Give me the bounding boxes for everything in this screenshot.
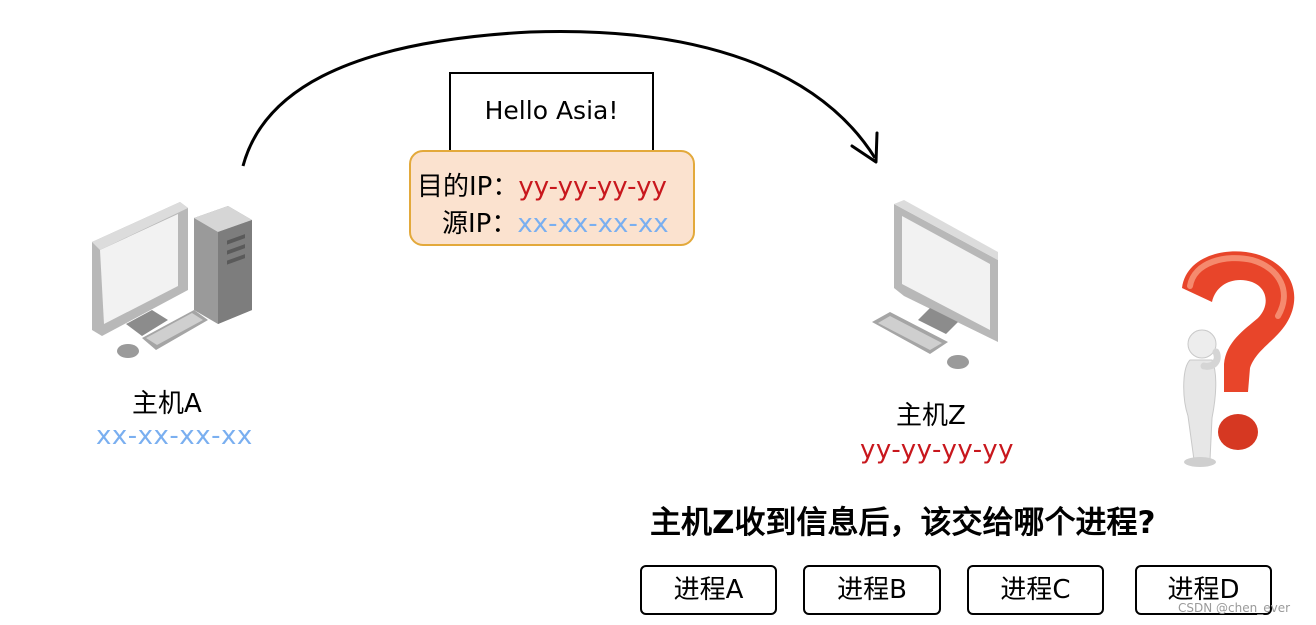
process-d-button[interactable]: 进程D (1135, 565, 1272, 615)
process-a-button[interactable]: 进程A (640, 565, 777, 615)
watermark: CSDN @chen_ever (1178, 601, 1291, 615)
question-figure-icon (1182, 251, 1295, 467)
src-ip-label: 源IP： (442, 209, 518, 239)
dest-ip-line: 目的IP：yy-yy-yy-yy (417, 166, 667, 203)
dest-ip-label: 目的IP： (417, 172, 519, 202)
host-a-ip: xx-xx-xx-xx (96, 421, 253, 451)
desktop-computer-icon (92, 202, 252, 358)
src-ip-line: 源IP：xx-xx-xx-xx (442, 203, 669, 240)
message-text: Hello Asia! (484, 96, 619, 125)
process-b-button[interactable]: 进程B (803, 565, 941, 615)
message-payload-box: Hello Asia! (449, 72, 654, 154)
dest-ip-value: yy-yy-yy-yy (518, 172, 667, 202)
host-a-name: 主机A (132, 389, 202, 419)
process-c-button[interactable]: 进程C (967, 565, 1104, 615)
desktop-monitor-icon (872, 200, 998, 369)
question-text: 主机Z收到信息后，该交给哪个进程? (650, 505, 1156, 541)
src-ip-value: xx-xx-xx-xx (517, 209, 669, 239)
arrow-head-icon (850, 131, 879, 164)
host-z-name: 主机Z (896, 401, 966, 431)
ip-header-box: 目的IP：yy-yy-yy-yy 源IP：xx-xx-xx-xx (409, 150, 695, 246)
host-z-ip: yy-yy-yy-yy (860, 435, 1014, 465)
